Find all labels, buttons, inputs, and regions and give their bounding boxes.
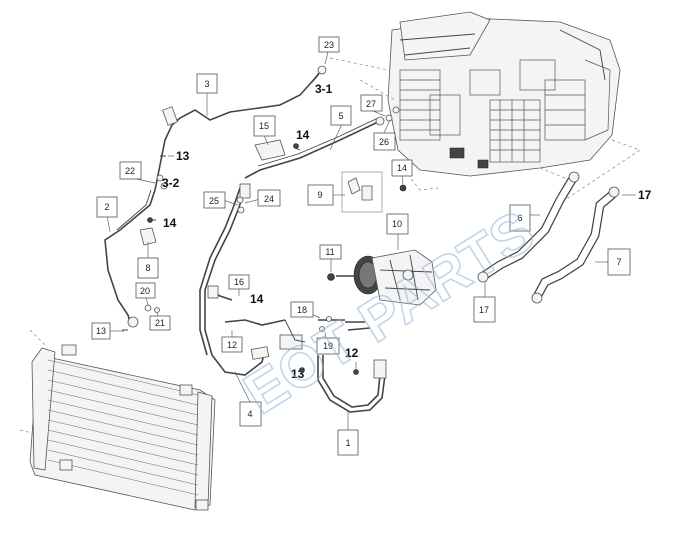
svg-text:11: 11 <box>325 247 334 257</box>
callout-24: 24 <box>257 189 281 207</box>
svg-text:6: 6 <box>517 213 522 223</box>
callout-25: 25 <box>203 191 226 209</box>
svg-text:20: 20 <box>140 286 150 296</box>
callout-16: 16 <box>228 274 250 290</box>
callout-4: 4 <box>239 401 262 427</box>
callout-13: 13 <box>91 322 111 340</box>
callout-leaders <box>106 51 608 430</box>
svg-text:15: 15 <box>259 121 269 131</box>
svg-text:10: 10 <box>392 219 402 229</box>
callout-5: 5 <box>330 105 352 126</box>
callout-7: 7 <box>607 248 631 276</box>
hose-4 <box>199 183 270 376</box>
callout-9: 9 <box>307 184 334 206</box>
label-17-right: 17 <box>638 188 652 202</box>
callout-6: 6 <box>509 204 531 232</box>
label-14-mid: 14 <box>250 292 264 306</box>
hose-7 <box>531 186 620 304</box>
svg-text:27: 27 <box>366 99 376 109</box>
label-14-top: 14 <box>296 128 310 142</box>
callout-12: 12 <box>221 336 243 353</box>
svg-text:18: 18 <box>297 305 307 315</box>
svg-text:17: 17 <box>479 305 489 315</box>
callout-2: 2 <box>96 196 118 218</box>
callout-27: 27 <box>360 94 383 112</box>
svg-text:8: 8 <box>145 263 150 273</box>
callout-22: 22 <box>119 161 142 180</box>
svg-text:14: 14 <box>397 163 407 173</box>
svg-text:26: 26 <box>379 137 389 147</box>
svg-text:2: 2 <box>104 202 109 212</box>
compressor-bolts <box>318 273 371 332</box>
label-3-1: 3-1 <box>315 82 333 96</box>
hvac-housing <box>387 11 621 177</box>
pipe-5 <box>244 116 385 179</box>
callout-11: 11 <box>319 244 342 260</box>
svg-text:12: 12 <box>227 340 237 350</box>
callout-8: 8 <box>137 257 159 279</box>
callout-18: 18 <box>290 301 314 318</box>
svg-text:5: 5 <box>338 111 343 121</box>
svg-text:21: 21 <box>155 318 165 328</box>
callout-19: 19 <box>316 337 340 355</box>
hose-6 <box>477 171 580 283</box>
callout-17: 17 <box>473 296 496 323</box>
svg-text:9: 9 <box>317 190 322 200</box>
svg-text:3: 3 <box>204 79 209 89</box>
label-12-bold: 12 <box>345 346 359 360</box>
callout-21: 21 <box>149 315 171 331</box>
callout-14: 14 <box>391 159 413 177</box>
hose-1 <box>317 355 387 413</box>
pipe-16 <box>207 285 306 350</box>
pipe-2 <box>104 189 156 328</box>
compressor <box>353 249 437 306</box>
svg-text:25: 25 <box>209 196 219 206</box>
label-3-2: 3-2 <box>162 176 180 190</box>
callout-15: 15 <box>253 115 276 137</box>
callout-26: 26 <box>373 132 396 151</box>
svg-text:19: 19 <box>323 341 333 351</box>
callout-20: 20 <box>135 282 156 299</box>
svg-text:23: 23 <box>324 40 334 50</box>
svg-text:13: 13 <box>96 326 106 336</box>
svg-text:24: 24 <box>264 194 274 204</box>
svg-text:1: 1 <box>345 438 350 448</box>
callout-10: 10 <box>386 213 409 235</box>
svg-text:7: 7 <box>616 257 621 267</box>
svg-text:4: 4 <box>247 409 252 419</box>
label-13-top: 13 <box>176 149 190 163</box>
callout-23: 23 <box>318 36 340 53</box>
callout-3: 3 <box>196 73 218 94</box>
svg-text:22: 22 <box>125 166 135 176</box>
callout-1: 1 <box>337 429 359 456</box>
svg-text:16: 16 <box>234 277 244 287</box>
label-14-left: 14 <box>163 216 177 230</box>
condenser <box>29 344 216 511</box>
